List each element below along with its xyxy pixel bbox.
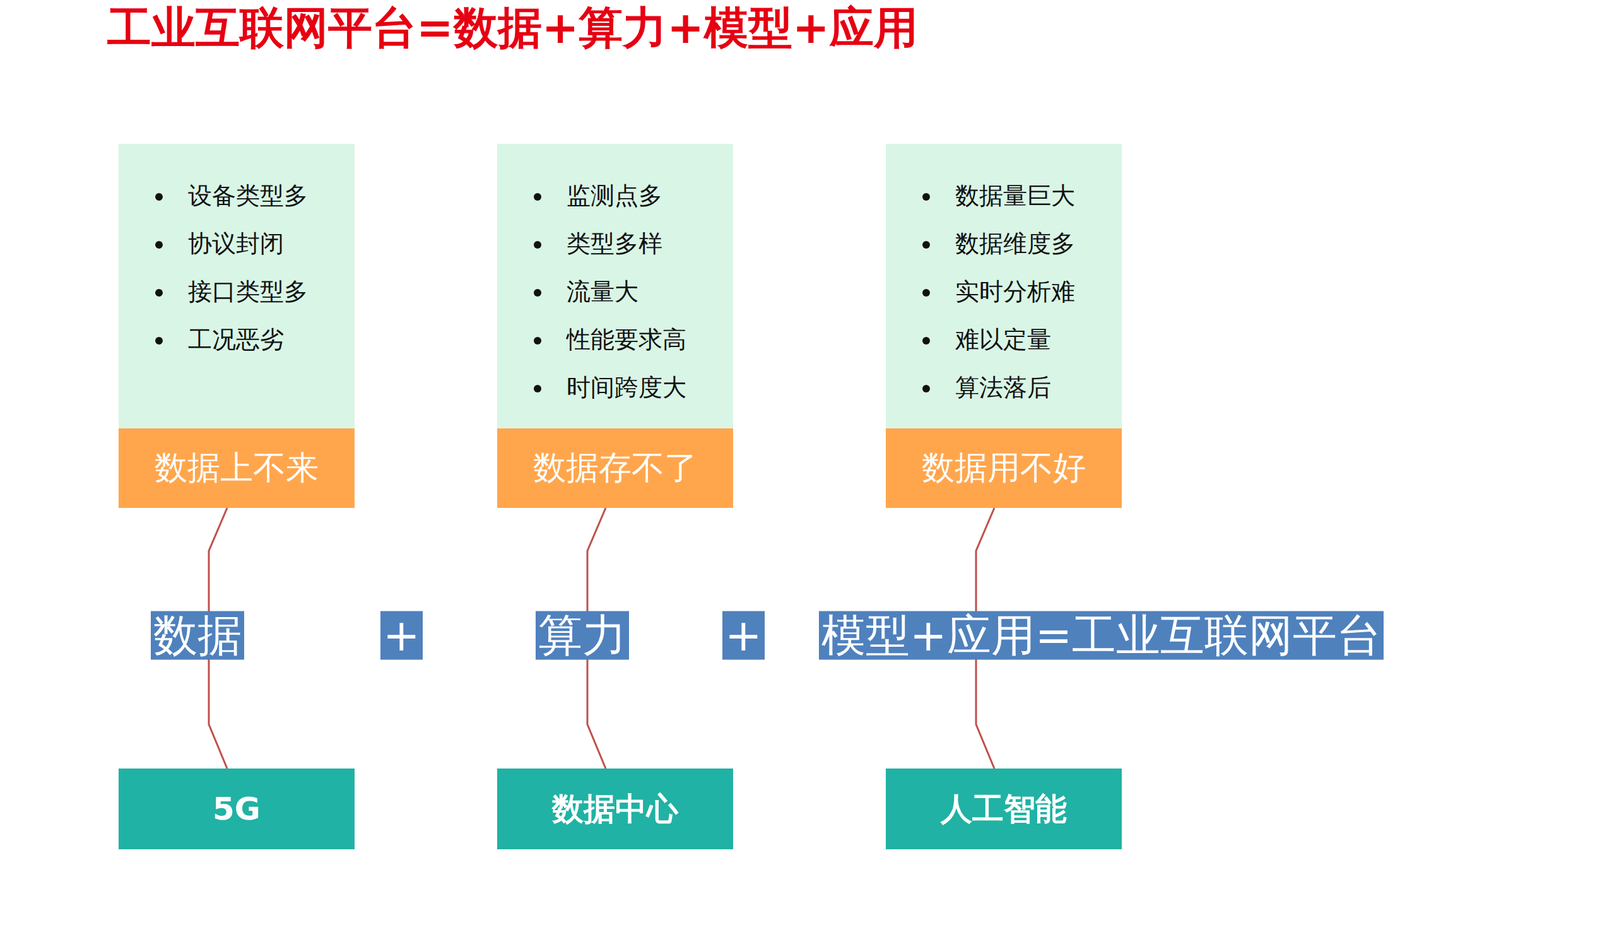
issue-item: 数据维度多 — [941, 219, 1122, 268]
technology-text: 数据中心 — [552, 788, 679, 831]
issue-list: 设备类型多协议封闭接口类型多工况恶劣 — [118, 143, 355, 364]
arrow-text: 数据 — [150, 611, 245, 660]
issue-item: 接口类型多 — [174, 267, 355, 316]
issue-item: 数据量巨大 — [941, 171, 1122, 220]
issue-item: 流量大 — [552, 267, 734, 316]
problem-label-box: 数据用不好 — [885, 428, 1122, 508]
issue-item: 协议封闭 — [174, 219, 355, 268]
technology-text: 5G — [212, 790, 261, 828]
arrow-text: 模型+应用=工业互联网平台 — [818, 611, 1384, 660]
issue-list-box: 数据量巨大数据维度多实时分析难难以定量算法落后 — [885, 143, 1122, 429]
arrow-text: + — [380, 611, 423, 660]
issue-item: 设备类型多 — [174, 171, 355, 220]
deco-shape — [0, 0, 19, 45]
issue-item: 时间跨度大 — [552, 363, 734, 412]
technology-box: 数据中心 — [497, 768, 734, 850]
issue-item: 性能要求高 — [552, 315, 734, 364]
issue-list-box: 监测点多类型多样流量大性能要求高时间跨度大 — [497, 143, 734, 429]
flow-arrow: 数据 + 算力 + 模型+应用=工业互联网平台 — [35, 482, 1584, 796]
deco-shape — [18, 6, 70, 38]
problem-text: 数据上不来 — [154, 446, 319, 491]
issue-item: 工况恶劣 — [174, 315, 355, 364]
problem-label-box: 数据存不了 — [497, 428, 734, 508]
issue-item: 难以定量 — [941, 315, 1122, 364]
technology-text: 人工智能 — [940, 788, 1067, 831]
problem-text: 数据用不好 — [921, 446, 1086, 491]
issue-item: 实时分析难 — [941, 267, 1122, 316]
issue-item: 类型多样 — [552, 219, 734, 268]
issue-list: 数据量巨大数据维度多实时分析难难以定量算法落后 — [885, 143, 1122, 412]
issue-item: 监测点多 — [552, 171, 734, 220]
arrow-shape — [35, 482, 1584, 796]
deco-shape — [18, 0, 70, 26]
deco-shape — [18, 25, 51, 60]
issue-list-box: 设备类型多协议封闭接口类型多工况恶劣 — [118, 143, 355, 429]
deco-shape — [0, 25, 35, 60]
problem-label-box: 数据上不来 — [118, 428, 355, 508]
issue-item: 算法落后 — [941, 363, 1122, 412]
arrow-text: + — [722, 611, 765, 660]
deco-shape — [0, 0, 38, 26]
problem-text: 数据存不了 — [533, 446, 698, 491]
arrow-dot — [1415, 550, 1452, 587]
diagram-title: 工业互联网平台=数据+算力+模型+应用 — [107, 2, 947, 54]
issue-list: 监测点多类型多样流量大性能要求高时间跨度大 — [497, 143, 734, 412]
technology-box: 5G — [118, 768, 355, 850]
arrow-text: 算力 — [535, 611, 630, 660]
technology-box: 人工智能 — [885, 768, 1122, 850]
corner-decoration — [0, 0, 83, 70]
